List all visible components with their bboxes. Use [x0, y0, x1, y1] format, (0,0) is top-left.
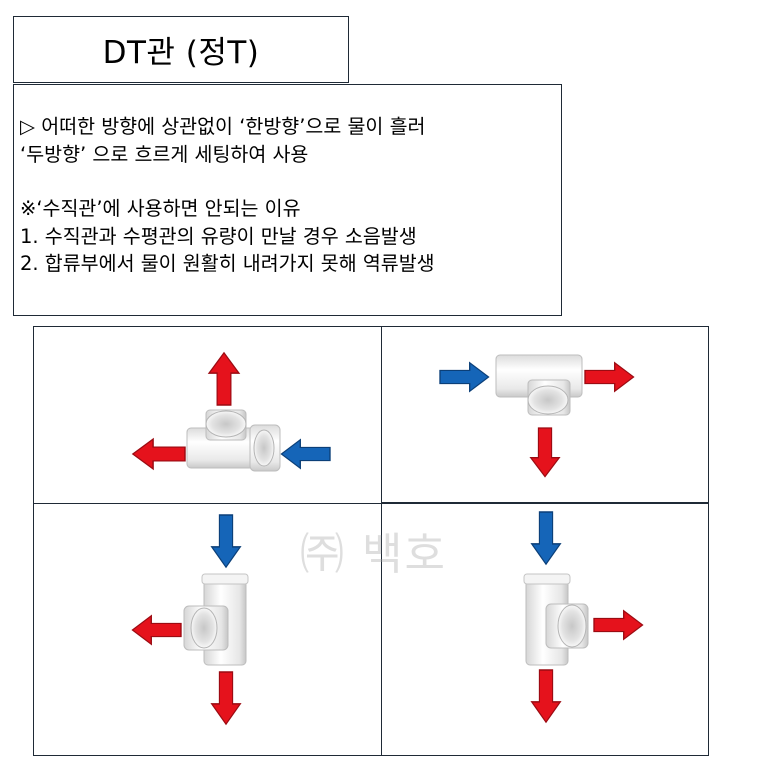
blue-arrow-icon — [530, 511, 562, 565]
blue-arrow-icon — [210, 514, 242, 568]
red-arrow-icon — [210, 671, 242, 725]
watermark: ㈜ 백호 — [300, 529, 447, 580]
reason-2: 2. 합류부에서 물이 원활히 내려가지 못해 역류발생 — [20, 252, 435, 275]
red-arrow-icon — [593, 610, 644, 640]
reason-1: 1. 수직관과 수평관의 유량이 만날 경우 소음발생 — [20, 224, 417, 248]
red-arrow-icon — [584, 362, 635, 392]
fitting-bottom-left — [183, 573, 249, 666]
fitting-top-left — [186, 409, 281, 472]
fitting-bottom-right — [523, 573, 589, 666]
description-line-1: ▷ 어떠한 방향에 상관없이 ‘한방향’으로 물이 흘러 — [20, 115, 426, 138]
blue-arrow-icon — [280, 439, 331, 469]
description-line-2: ‘두방향’ 으로 흐르게 세팅하여 사용 — [20, 142, 309, 166]
fitting-top-right — [495, 354, 583, 416]
page-title: DT관 (정T) — [13, 16, 349, 83]
red-arrow-icon — [530, 427, 560, 478]
red-arrow-icon — [208, 352, 240, 406]
description-box: ▷ 어떠한 방향에 상관없이 ‘한방향’으로 물이 흘러 ‘두방향’ 으로 흐르… — [13, 84, 562, 316]
blue-arrow-icon — [439, 362, 490, 392]
red-arrow-icon — [530, 669, 562, 723]
red-arrow-icon — [131, 615, 182, 645]
note-heading: ※‘수직관’에 사용하면 안되는 이유 — [20, 197, 301, 220]
red-arrow-icon — [132, 438, 186, 470]
